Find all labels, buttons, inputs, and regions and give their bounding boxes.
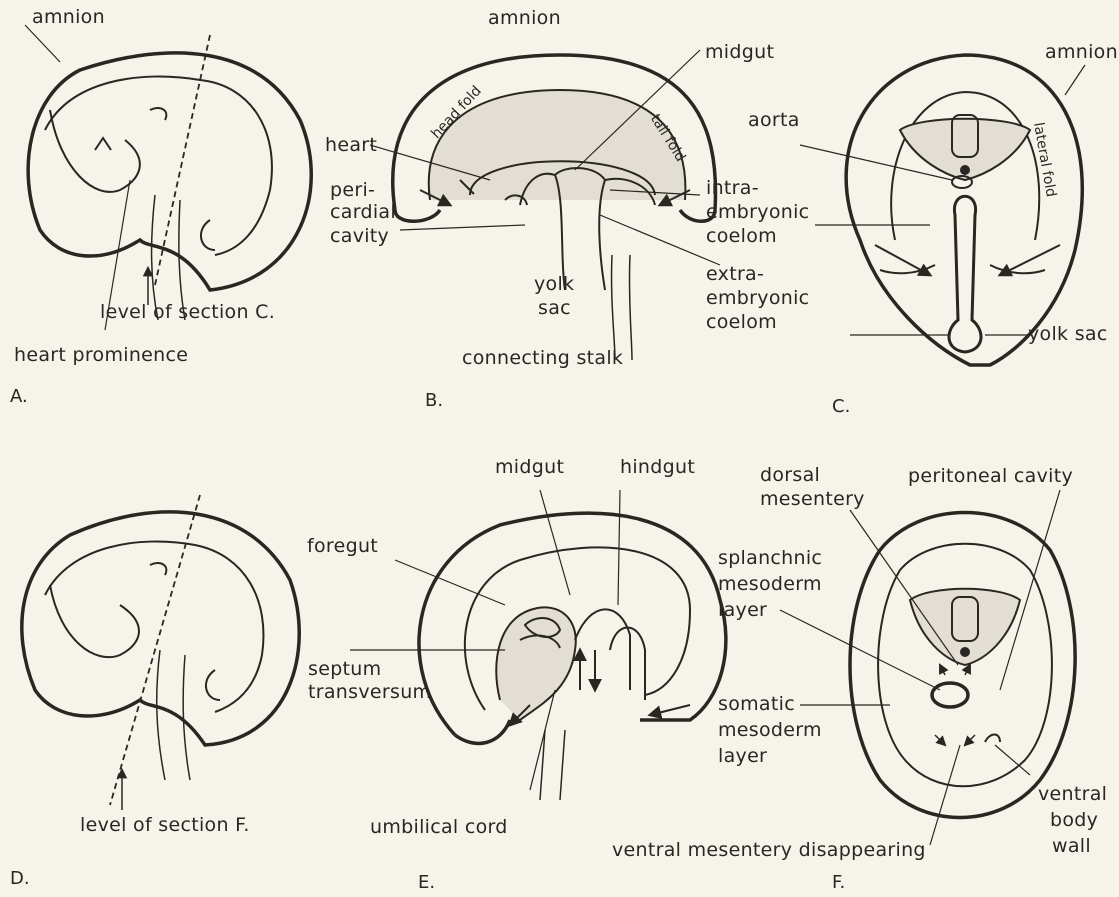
label-intra-2: embryonic xyxy=(706,200,809,224)
label-foregut: foregut xyxy=(307,534,378,558)
label-intra-3: coelom xyxy=(706,224,777,248)
label-somatic-1: somatic xyxy=(718,692,795,716)
label-level-section-f: level of section F. xyxy=(80,813,250,837)
embryo-f-drawing xyxy=(780,490,1075,845)
label-septum-1: septum xyxy=(308,657,381,681)
panel-letter-d: D. xyxy=(10,868,30,889)
embryo-c-drawing xyxy=(800,55,1085,365)
label-yolk-sac-c: yolk sac xyxy=(1028,322,1108,346)
label-midgut-e: midgut xyxy=(495,455,564,479)
label-splanchnic-2: mesoderm xyxy=(718,572,822,596)
embryo-a-drawing xyxy=(25,25,311,330)
label-splanchnic-3: layer xyxy=(718,598,767,622)
label-extra-1: extra- xyxy=(706,262,764,286)
embryo-e-drawing xyxy=(350,490,726,800)
label-extra-2: embryonic xyxy=(706,286,809,310)
label-ventral-body-3: wall xyxy=(1052,834,1091,858)
label-ventral-body-1: ventral xyxy=(1038,782,1107,806)
label-somatic-3: layer xyxy=(718,744,767,768)
label-splanchnic-1: splanchnic xyxy=(718,546,822,570)
label-dorsal-1: dorsal xyxy=(760,463,820,487)
label-amnion-a: amnion xyxy=(32,5,105,29)
label-pericardial-3: cavity xyxy=(330,224,389,248)
label-heart-prominence: heart prominence xyxy=(14,343,188,367)
panel-letter-f: F. xyxy=(832,872,845,893)
label-somatic-2: mesoderm xyxy=(718,718,822,742)
label-dorsal-2: mesentery xyxy=(760,487,865,511)
label-ventral-mesentery: ventral mesentery disappearing xyxy=(612,838,926,862)
label-aorta: aorta xyxy=(748,108,800,132)
label-amnion-c: amnion xyxy=(1045,40,1118,64)
label-heart: heart xyxy=(325,133,377,157)
label-umbilical-cord: umbilical cord xyxy=(370,815,508,839)
embryo-d-drawing xyxy=(22,495,299,810)
label-hindgut: hindgut xyxy=(620,455,695,479)
label-peritoneal-cavity: peritoneal cavity xyxy=(908,464,1073,488)
panel-letter-c: C. xyxy=(832,396,850,417)
label-pericardial-1: peri- xyxy=(330,178,375,202)
label-ventral-body-2: body xyxy=(1050,808,1098,832)
label-septum-2: transversum xyxy=(308,680,431,704)
label-midgut-b: midgut xyxy=(705,40,774,64)
panel-letter-b: B. xyxy=(425,390,443,411)
label-amnion-b: amnion xyxy=(488,6,561,30)
panel-letter-a: A. xyxy=(10,386,28,407)
label-intra-1: intra- xyxy=(706,176,759,200)
label-pericardial-2: cardial xyxy=(330,200,396,224)
label-level-section-c: level of section C. xyxy=(100,300,275,324)
label-yolk-b-2: sac xyxy=(538,296,571,320)
label-yolk-b-1: yolk xyxy=(534,272,574,296)
label-extra-3: coelom xyxy=(706,310,777,334)
label-connecting-stalk: connecting stalk xyxy=(462,346,623,370)
panel-letter-e: E. xyxy=(418,872,435,893)
